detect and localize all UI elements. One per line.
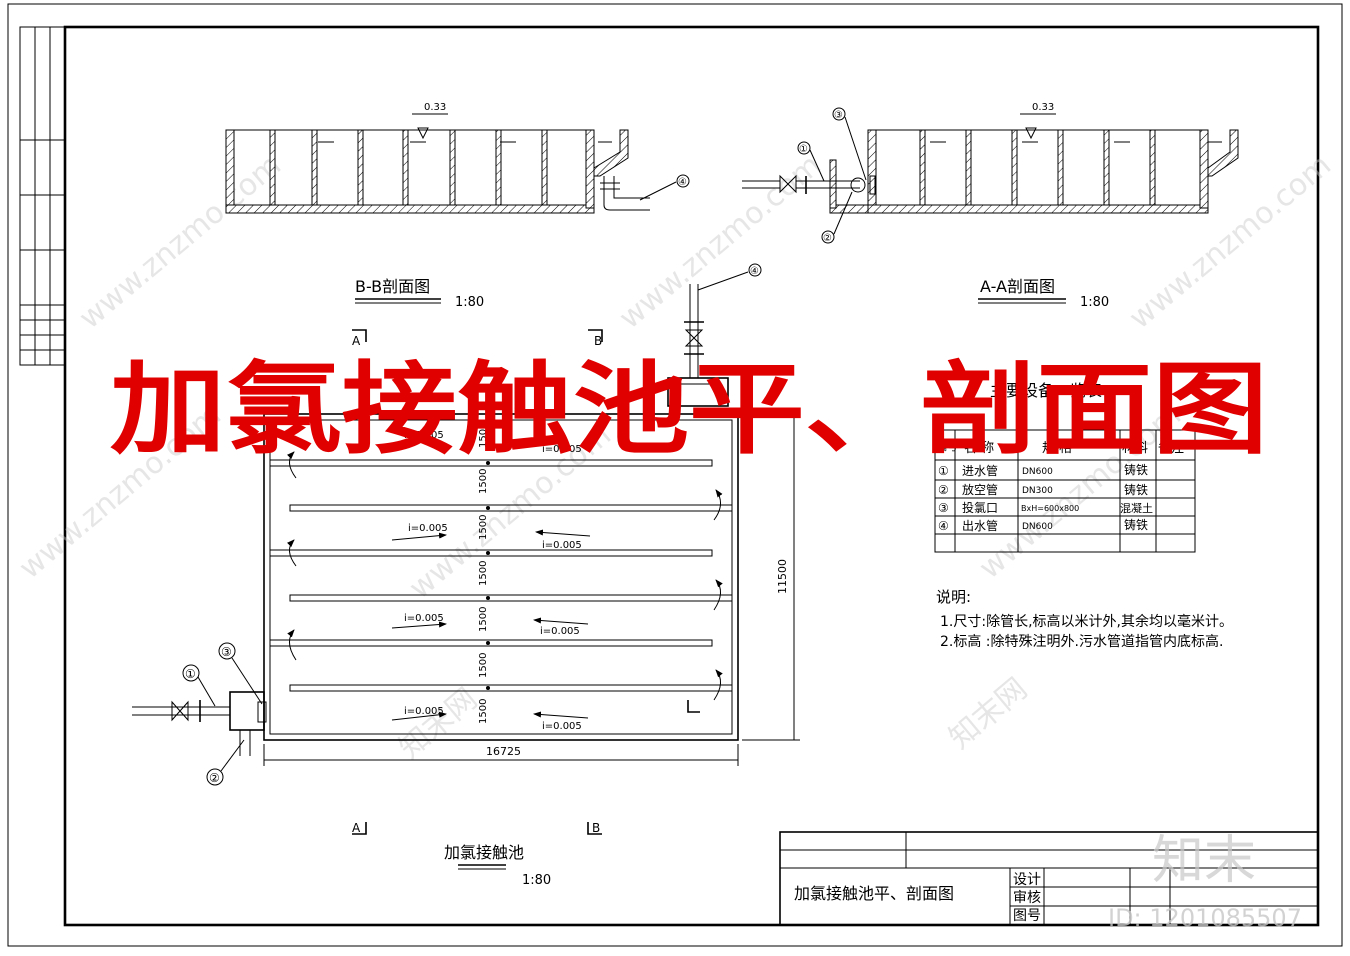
row-spec: DN300 bbox=[1022, 486, 1053, 496]
watermark-text: 知末网 bbox=[393, 681, 484, 766]
callout-label: ③ bbox=[221, 645, 232, 659]
title-block-label: 审核 bbox=[1013, 890, 1041, 906]
slope-labels: i=0.005 i=0.005 i=0.005 i=0.005 i=0.005 … bbox=[404, 430, 582, 732]
row-material: 铸铁 bbox=[1124, 482, 1148, 497]
watermark-id: ID: 1201085507 bbox=[1108, 904, 1302, 932]
section-aa-title: A-A剖面图 bbox=[980, 277, 1055, 296]
row-spec: BxH=600x800 bbox=[1021, 504, 1079, 513]
row-no: ④ bbox=[938, 519, 949, 533]
plan-title: 加氯接触池 bbox=[444, 843, 524, 862]
note-line: 2.标高 :除特殊注明外.污水管道指管内底标高. bbox=[940, 633, 1223, 650]
section-mark-b: B bbox=[594, 334, 602, 348]
overlay-title: 加氯接触池平、剖面图 bbox=[110, 350, 1268, 468]
watermark-text: www.znzmo.com bbox=[73, 148, 288, 337]
section-aa: 0.33 ① ③ ② A-A剖面图 1:80 bbox=[742, 102, 1239, 310]
plan-scale: 1:80 bbox=[522, 873, 551, 888]
equipment-table: 主要设备一览表 编号 名 称 规 格 材料 备注 ① 进水管 DN600 铸铁 … bbox=[934, 381, 1196, 553]
callout-label: ④ bbox=[678, 177, 687, 188]
table-header: 规 格 bbox=[1042, 440, 1072, 456]
row-no: ② bbox=[938, 483, 949, 497]
notes: 说明: 1.尺寸:除管长,标高以米计外,其余均以毫米计。 2.标高 :除特殊注明… bbox=[936, 588, 1233, 650]
plan-height-dim: 11500 bbox=[776, 559, 789, 594]
table-header: 备注 bbox=[1158, 440, 1184, 456]
spacing-label: 1500 bbox=[478, 469, 489, 494]
slope-label: i=0.005 bbox=[542, 444, 582, 455]
slope-label: i=0.005 bbox=[542, 721, 582, 732]
row-no: ① bbox=[938, 464, 949, 478]
watermark-text: 知末网 bbox=[943, 671, 1034, 756]
section-bb-title: B-B剖面图 bbox=[355, 277, 430, 296]
brand-watermark: 知末 ID: 1201085507 bbox=[1108, 831, 1302, 932]
row-spec: DN600 bbox=[1022, 522, 1053, 532]
table-row: ① 进水管 DN600 铸铁 bbox=[938, 462, 1148, 478]
notes-heading: 说明: bbox=[936, 588, 971, 606]
callout-label: ① bbox=[799, 144, 808, 155]
section-bb-scale: 1:80 bbox=[455, 295, 484, 310]
plan-view: 1500 1500 1500 1500 1500 1500 1500 i=0.0… bbox=[132, 263, 800, 888]
callout-label: ② bbox=[209, 771, 220, 785]
bb-level-label: 0.33 bbox=[424, 102, 446, 113]
row-material: 混凝土 bbox=[1120, 501, 1153, 515]
plan-width-dim: 16725 bbox=[486, 745, 521, 758]
aa-level-label: 0.33 bbox=[1032, 102, 1054, 113]
slope-label: i=0.005 bbox=[404, 613, 444, 624]
callout-label: ① bbox=[185, 667, 196, 681]
slope-label: i=0.005 bbox=[404, 430, 444, 441]
row-name: 投氯口 bbox=[962, 500, 998, 515]
title-block: 加氯接触池平、剖面图 设计 审核 图号 bbox=[779, 831, 1319, 926]
title-block-label: 图号 bbox=[1013, 908, 1041, 924]
callout-label: ③ bbox=[834, 110, 843, 121]
table-row: ④ 出水管 DN600 铸铁 bbox=[938, 517, 1148, 533]
section-bb: 0.33 ④ B-B剖面图 1:80 bbox=[225, 102, 690, 310]
spacing-label: 1500 bbox=[478, 515, 489, 540]
spacing-label: 1500 bbox=[478, 699, 489, 724]
sheet-frame bbox=[7, 3, 1343, 947]
brand-logo-text: 知末 bbox=[1152, 831, 1256, 891]
slope-label: i=0.005 bbox=[540, 626, 580, 637]
row-material: 铸铁 bbox=[1124, 462, 1148, 477]
callout-label: ② bbox=[823, 233, 832, 244]
table-title: 主要设备一览表 bbox=[990, 381, 1102, 400]
row-material: 铸铁 bbox=[1124, 517, 1148, 532]
section-aa-scale: 1:80 bbox=[1080, 295, 1109, 310]
row-name: 出水管 bbox=[962, 518, 998, 533]
spacing-label: 1500 bbox=[478, 423, 489, 448]
section-mark-b: B bbox=[592, 821, 600, 835]
slope-label: i=0.005 bbox=[408, 523, 448, 534]
drawing-name: 加氯接触池平、剖面图 bbox=[794, 884, 954, 903]
bb-baffles bbox=[269, 129, 548, 206]
spacing-label: 1500 bbox=[478, 653, 489, 678]
row-spec: DN600 bbox=[1022, 467, 1053, 477]
note-line: 1.尺寸:除管长,标高以米计外,其余均以毫米计。 bbox=[940, 613, 1233, 630]
section-mark-a: A bbox=[352, 821, 361, 835]
aa-baffles bbox=[919, 129, 1156, 206]
row-name: 进水管 bbox=[962, 463, 998, 478]
table-header: 材料 bbox=[1122, 441, 1148, 456]
table-header: 编号 bbox=[936, 439, 958, 453]
table-row: ② 放空管 DN300 铸铁 bbox=[938, 482, 1148, 497]
spacing-label: 1500 bbox=[478, 607, 489, 632]
row-no: ③ bbox=[938, 501, 949, 515]
slope-label: i=0.005 bbox=[542, 540, 582, 551]
callout-label: ④ bbox=[750, 266, 759, 277]
table-header: 名 称 bbox=[964, 440, 994, 456]
spacing-labels: 1500 1500 1500 1500 1500 1500 1500 bbox=[478, 423, 489, 724]
section-mark-a: A bbox=[352, 334, 361, 348]
spacing-label: 1500 bbox=[478, 561, 489, 586]
table-row: ③ 投氯口 BxH=600x800 混凝土 bbox=[938, 500, 1153, 515]
slope-label: i=0.005 bbox=[404, 706, 444, 717]
plan-baffles bbox=[269, 459, 733, 692]
title-block-label: 设计 bbox=[1013, 872, 1041, 888]
row-name: 放空管 bbox=[962, 482, 998, 497]
